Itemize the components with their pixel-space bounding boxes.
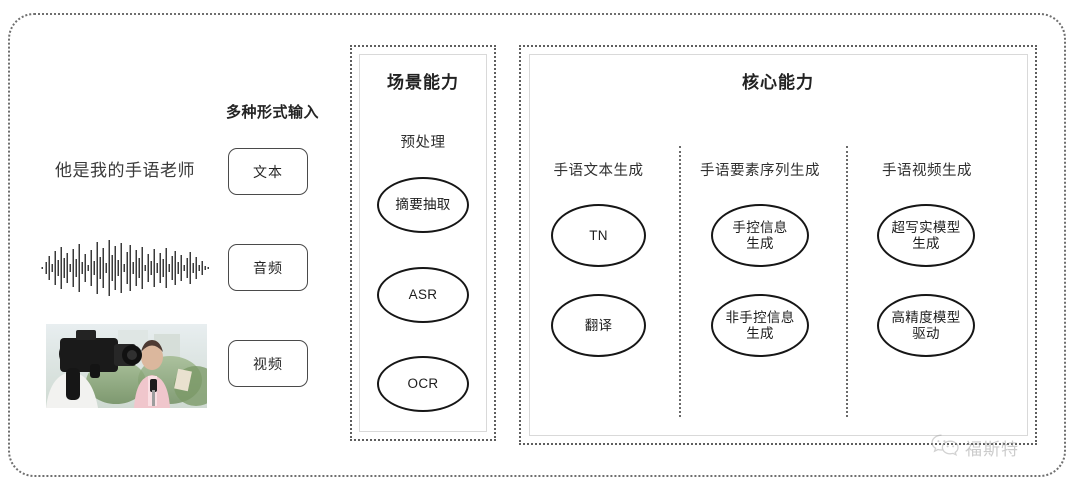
input-modality-text-label: 文本 [253,163,283,180]
core-capability-box [519,45,1037,445]
node-summary-extraction[interactable]: 摘要抽取 [377,177,469,233]
input-modality-text[interactable]: 文本 [228,148,308,195]
node-summary-extraction-label: 摘要抽取 [395,197,451,213]
core-column-title-sign-text-generation: 手语文本生成 [553,163,644,179]
node-hyperrealistic-model-generation-line2: 生成 [912,235,940,251]
input-modality-audio[interactable]: 音频 [228,244,308,291]
node-high-precision-model-driving-label: 高精度模型 驱动 [892,310,961,342]
outer-frame [8,13,1066,477]
node-high-precision-model-driving-line2: 驱动 [912,325,940,341]
node-manual-info-generation-line2: 生成 [746,235,774,251]
scene-capability-inner-box [359,54,487,432]
audio-waveform-icon [40,238,212,298]
wechat-icon [930,433,960,462]
node-high-precision-model-driving[interactable]: 高精度模型 驱动 [877,294,975,357]
node-tn[interactable]: TN [551,204,646,267]
node-manual-info-generation-label: 手控信息 生成 [732,220,787,252]
scene-capability-title: 场景能力 [387,73,459,92]
core-capability-inner-box [529,54,1028,436]
node-high-precision-model-driving-line1: 高精度模型 [891,309,961,325]
node-manual-info-generation[interactable]: 手控信息 生成 [711,204,809,267]
node-non-manual-info-generation-line2: 生成 [746,325,774,341]
node-asr-label: ASR [408,287,438,303]
node-non-manual-info-generation[interactable]: 非手控信息 生成 [711,294,809,357]
node-tn-label: TN [589,227,608,243]
watermark-text: 福斯特 [965,439,1019,459]
node-hyperrealistic-model-generation-line1: 超写实模型 [891,219,961,235]
input-modality-video[interactable]: 视频 [228,340,308,387]
sample-text-input: 他是我的手语老师 [55,161,195,180]
core-capability-title: 核心能力 [742,73,814,92]
scene-preprocessing-label: 预处理 [400,135,446,151]
input-section-heading: 多种形式输入 [225,104,319,121]
node-manual-info-generation-line1: 手控信息 [732,219,788,235]
node-non-manual-info-generation-line1: 非手控信息 [725,309,795,325]
node-hyperrealistic-model-generation[interactable]: 超写实模型 生成 [877,204,975,267]
node-hyperrealistic-model-generation-label: 超写实模型 生成 [892,220,961,252]
node-non-manual-info-generation-label: 非手控信息 生成 [726,310,795,342]
core-column-title-sign-video-generation: 手语视频生成 [882,163,972,179]
video-thumbnail-icon [46,324,207,408]
watermark: 福斯特 [930,430,1055,464]
input-modality-audio-label: 音频 [253,259,283,276]
core-column-divider-2 [846,146,848,417]
node-translation[interactable]: 翻译 [551,294,646,357]
core-column-title-sign-element-sequence-generation: 手语要素序列生成 [700,163,820,179]
core-column-divider-1 [679,146,681,417]
node-translation-label: 翻译 [584,317,613,333]
node-asr[interactable]: ASR [377,267,469,323]
node-ocr[interactable]: OCR [377,356,469,412]
node-ocr-label: OCR [407,376,439,392]
input-modality-video-label: 视频 [253,355,283,372]
scene-capability-box [350,45,496,441]
